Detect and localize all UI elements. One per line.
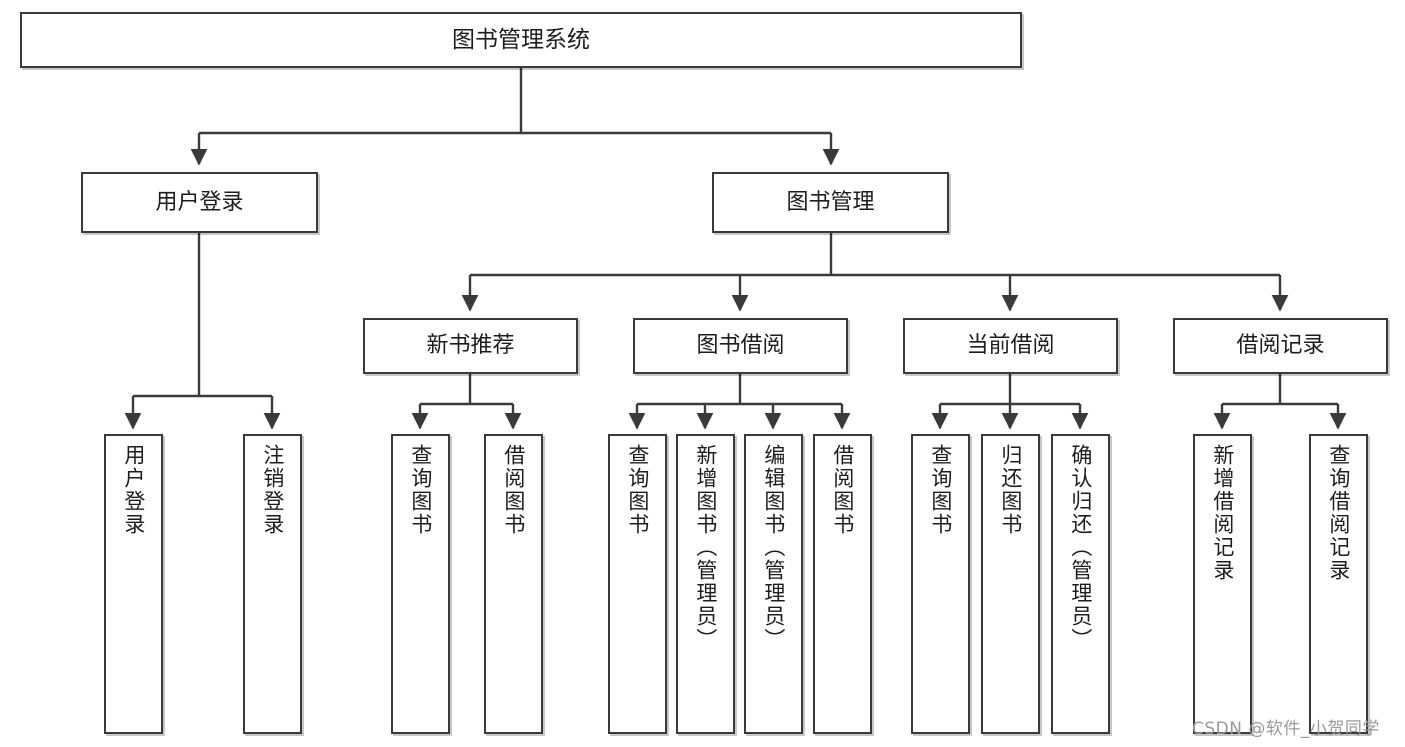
leaf-records-add-record[interactable]: 新增借阅记录 — [1193, 434, 1252, 734]
node-label: 图书管理系统 — [452, 26, 590, 53]
node-label: 归还图书 — [998, 444, 1023, 536]
node-label: 查询图书 — [408, 444, 433, 536]
leaf-borrow-borrow-book[interactable]: 借阅图书 — [813, 434, 872, 734]
node-current-borrow[interactable]: 当前借阅 — [903, 318, 1118, 374]
node-user-login[interactable]: 用户登录 — [81, 172, 318, 233]
node-label: 图书借阅 — [696, 333, 785, 359]
node-label: 编辑图书（管理员） — [761, 444, 786, 651]
leaf-current-confirm-return-admin[interactable]: 确认归还（管理员） — [1051, 434, 1110, 734]
node-label: 注销登录 — [260, 444, 285, 536]
leaf-user-logout[interactable]: 注销登录 — [243, 434, 302, 734]
node-label: 用户登录 — [155, 189, 244, 215]
csdn-watermark: CSDN @软件_小贺同学 — [1192, 719, 1380, 739]
leaf-current-return-book[interactable]: 归还图书 — [981, 434, 1040, 734]
leaf-current-query-book[interactable]: 查询图书 — [911, 434, 970, 734]
node-label: 借阅图书 — [501, 444, 526, 536]
leaf-borrow-query-book[interactable]: 查询图书 — [608, 434, 667, 734]
leaf-records-query-record[interactable]: 查询借阅记录 — [1309, 434, 1368, 734]
leaf-user-login[interactable]: 用户登录 — [104, 434, 163, 734]
leaf-recommend-query-book[interactable]: 查询图书 — [391, 434, 450, 734]
node-label: 查询借阅记录 — [1326, 444, 1351, 582]
node-label: 确认归还（管理员） — [1068, 444, 1093, 651]
node-label: 图书管理 — [786, 189, 875, 215]
leaf-recommend-borrow-book[interactable]: 借阅图书 — [484, 434, 543, 734]
node-borrow-records[interactable]: 借阅记录 — [1173, 318, 1388, 374]
node-label: 当前借阅 — [966, 333, 1055, 359]
node-label: 新书推荐 — [426, 333, 515, 359]
node-label: 用户登录 — [121, 444, 146, 536]
node-label: 借阅图书 — [830, 444, 855, 536]
node-label: 新增借阅记录 — [1210, 444, 1235, 582]
node-label: 新增图书（管理员） — [693, 444, 718, 651]
leaf-borrow-add-book-admin[interactable]: 新增图书（管理员） — [676, 434, 735, 734]
leaf-borrow-edit-book-admin[interactable]: 编辑图书（管理员） — [744, 434, 803, 734]
node-label: 查询图书 — [928, 444, 953, 536]
node-book-borrow[interactable]: 图书借阅 — [633, 318, 848, 374]
node-label: 借阅记录 — [1236, 333, 1325, 359]
node-label: 查询图书 — [625, 444, 650, 536]
node-root-system[interactable]: 图书管理系统 — [20, 12, 1022, 68]
node-new-book-recommend[interactable]: 新书推荐 — [363, 318, 578, 374]
node-book-management[interactable]: 图书管理 — [712, 172, 949, 233]
